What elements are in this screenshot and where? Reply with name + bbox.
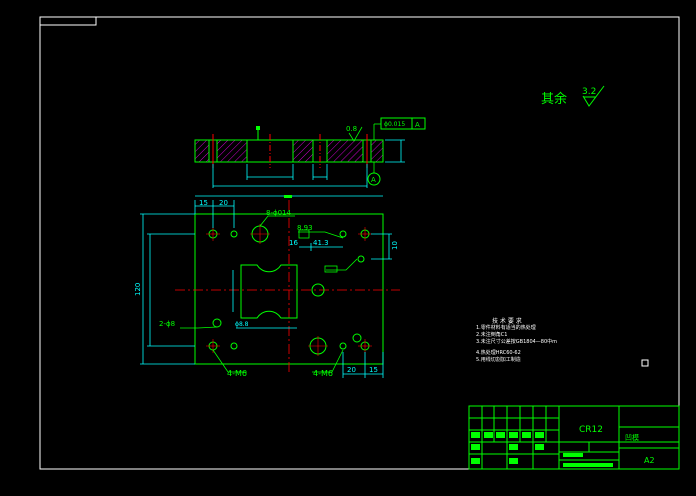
hole-callout: 8-ϕ014 [266,209,292,217]
title-sheet-size: A2 [644,456,655,465]
dim-bottom-20: 20 [347,366,356,374]
dim-bottom-15: 15 [369,366,378,374]
section-roughness: 0.8 [346,125,357,133]
tech-note-1: 1.零件材料有适当的热处理 [476,325,536,331]
dim-16: 16 [289,239,298,247]
title-part-name: 凹模 [625,433,639,442]
title-block-fills [471,432,613,467]
datum-circle [367,172,381,186]
marker-square [641,359,649,367]
tech-note-4: 4.热处理HRC60-62 [476,350,521,356]
die-cavity [240,264,298,319]
corner-tag [39,16,97,26]
border-frame [39,16,680,470]
title-material: CR12 [579,425,603,435]
dim-8-93: 8.93 [297,224,313,232]
title-block [468,405,680,470]
tolerance-datum: A [415,121,420,129]
tech-notes: 技 术 要 求 1.零件材料有适当的热处理 2.未注倒角C1 3.未注尺寸公差按… [476,318,557,364]
dim-right-10: 10 [391,241,399,250]
drawing-frame [39,16,680,470]
position-tolerance: ϕ0.015 [384,121,405,128]
section-view: 0.8 ϕ0.015 A A [194,117,426,188]
tech-note-3: 3.未注尺寸公差按GB1804—80中m [476,339,558,345]
thread-callout-right: 4-M6 [313,369,333,378]
roughness-note: 其余 3.2 [541,85,605,107]
roughness-symbol [582,85,605,107]
roughness-label: 其余 [541,91,567,107]
dim-small: ϕ8.8 [235,321,249,328]
roughness-value: 3.2 [582,87,596,97]
datum-label: A [371,176,376,184]
tech-note-2: 2.未注倒角C1 [476,332,508,338]
dim-overall-height: 120 [134,283,142,296]
pin-hole-callout: 2-ϕ8 [159,320,175,328]
dim-15: 15 [199,199,208,207]
dim-41-3: 41.3 [313,239,329,247]
plan-view: 15 20 120 20 15 10 41.3 16 ϕ8.8 8-ϕ014 8… [134,195,400,378]
tech-note-5: 5.用线切割加工制造 [476,357,521,363]
tolerance-frame [380,117,426,130]
tech-notes-title: 技 术 要 求 [492,318,522,325]
thread-callout-left: 4-M6 [227,369,247,378]
dim-20: 20 [219,199,228,207]
